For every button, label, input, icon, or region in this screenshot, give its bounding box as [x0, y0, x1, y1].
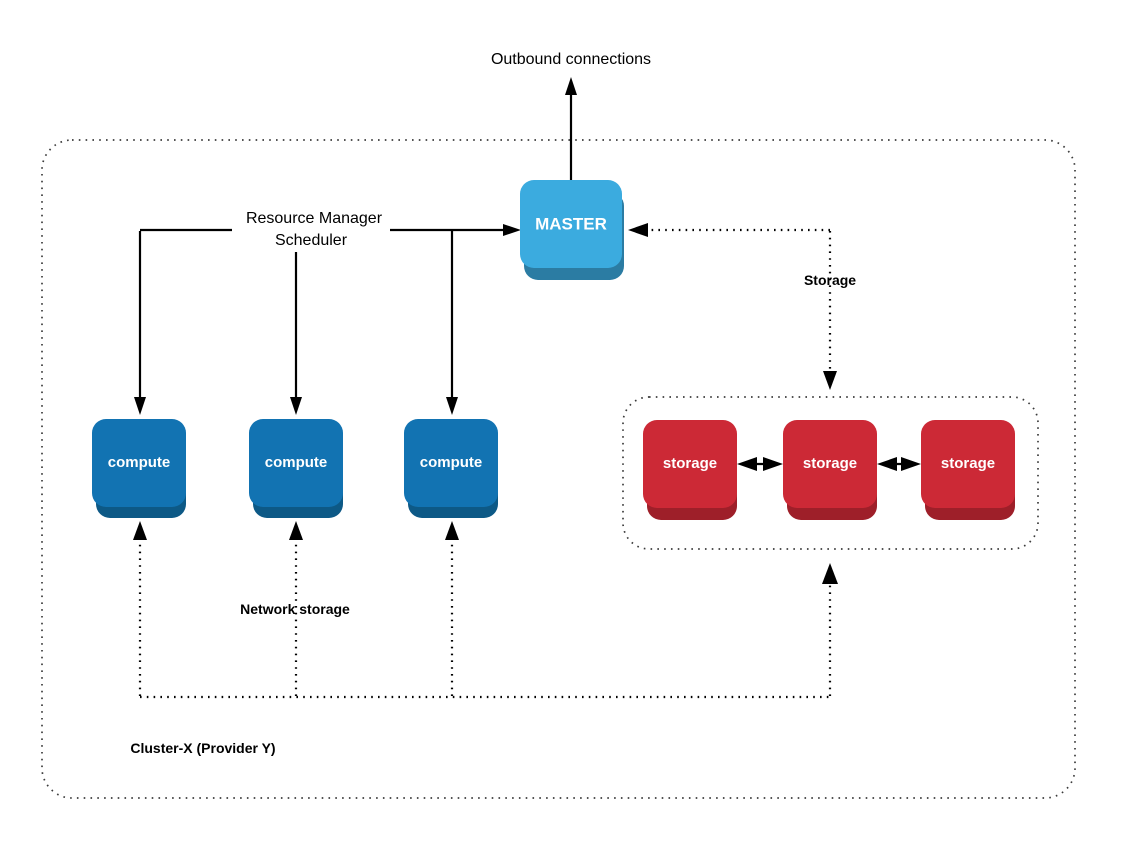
- compute-body: [404, 419, 498, 507]
- edge-scheduler-to-master: [140, 224, 521, 236]
- node-master[interactable]: MASTER: [520, 180, 624, 280]
- arrow-head-down: [290, 397, 302, 415]
- compute-body: [249, 419, 343, 507]
- compute-label: compute: [265, 454, 328, 471]
- edge-storage-2-to-storage-3: [877, 457, 921, 471]
- edge-network-storage-to-storage-group: [822, 563, 838, 696]
- label-outbound-connections: Outbound connections: [491, 51, 651, 68]
- storage-body: [643, 420, 737, 508]
- arrow-head-right: [503, 224, 521, 236]
- storage-body: [921, 420, 1015, 508]
- arrow-head-up: [289, 521, 303, 540]
- arrow-head-up: [822, 563, 838, 584]
- storage-label: storage: [941, 455, 995, 472]
- edge-network-storage-to-compute-2: [289, 521, 303, 696]
- edge-storage-group-to-master: [628, 223, 830, 237]
- edge-storage-1-to-storage-2: [737, 457, 783, 471]
- node-storage-2[interactable]: storage: [783, 420, 877, 520]
- node-compute-2[interactable]: compute: [249, 419, 343, 518]
- arrow-head-up: [133, 521, 147, 540]
- arrow-head-down: [823, 371, 837, 390]
- arrow-head-down: [134, 397, 146, 415]
- edge-master-to-outbound: [565, 77, 577, 180]
- edge-network-storage-to-compute-3: [445, 521, 459, 696]
- arrow-head-left: [877, 457, 897, 471]
- label-resource-manager-line1: Resource Manager: [246, 210, 383, 227]
- arrow-head-down: [446, 397, 458, 415]
- label-network-storage: Network storage: [240, 601, 350, 617]
- storage-body: [783, 420, 877, 508]
- node-compute-3[interactable]: compute: [404, 419, 498, 518]
- compute-body: [92, 419, 186, 507]
- label-cluster-name: Cluster-X (Provider Y): [130, 740, 275, 756]
- node-storage-3[interactable]: storage: [921, 420, 1015, 520]
- node-storage-1[interactable]: storage: [643, 420, 737, 520]
- compute-label: compute: [420, 454, 483, 471]
- edge-scheduler-to-compute-2: [290, 252, 302, 415]
- label-resource-manager-line2: Scheduler: [275, 232, 348, 249]
- storage-label: storage: [663, 455, 717, 472]
- arrow-head-right: [763, 457, 783, 471]
- edge-scheduler-to-compute-1: [134, 231, 146, 415]
- arrow-head-left: [737, 457, 757, 471]
- edge-scheduler-to-compute-3: [446, 231, 458, 415]
- arrow-head-up: [565, 77, 577, 95]
- master-body: [520, 180, 622, 268]
- edge-network-storage-to-compute-1: [133, 521, 147, 696]
- arrow-head-up: [445, 521, 459, 540]
- edge-master-to-storage-group: [823, 231, 837, 390]
- storage-label: storage: [803, 455, 857, 472]
- arrow-head-right: [901, 457, 921, 471]
- compute-label: compute: [108, 454, 171, 471]
- master-label: MASTER: [535, 214, 607, 233]
- arrow-head-left: [628, 223, 648, 237]
- label-storage-link: Storage: [804, 272, 856, 288]
- node-compute-1[interactable]: compute: [92, 419, 186, 518]
